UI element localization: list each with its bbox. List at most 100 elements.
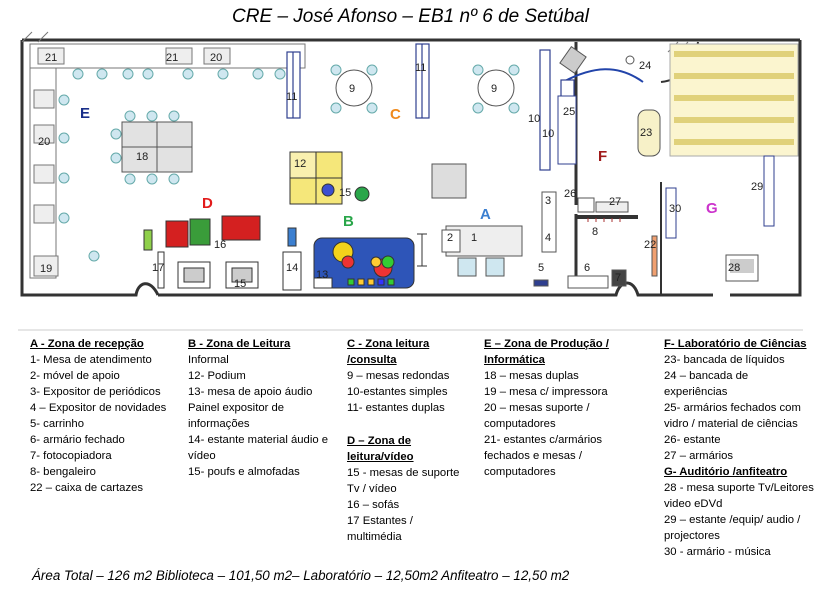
total-area: Área Total – 126 m2 Biblioteca – 101,50 … xyxy=(32,568,570,583)
item-number: 20 xyxy=(38,136,50,148)
item-number: 20 xyxy=(210,52,222,64)
legend-heading: E – Zona de Produção / Informática xyxy=(484,338,609,366)
item-number: 15 xyxy=(234,278,246,290)
item-numbers: 21 21 20 20 18 19 16 17 15 14 13 12 15 1… xyxy=(38,52,763,290)
legend-item: 15- poufs e almofadas xyxy=(188,466,300,478)
legend-item: 10-estantes simples xyxy=(347,386,448,398)
d-zone-furniture xyxy=(143,215,302,291)
legend-zone-c: C - Zona leitura /consulta 9 – mesas red… xyxy=(347,336,477,416)
legend-heading: B - Zona de Leitura xyxy=(188,338,291,350)
item-number: 15 xyxy=(339,187,351,199)
item-number: 18 xyxy=(136,151,148,163)
legend-item: 29 – estante /equip/ audio / projectores xyxy=(664,514,801,542)
legend-heading: G- Auditório /anfiteatro xyxy=(664,466,788,478)
item-number: 3 xyxy=(545,195,551,207)
legend-zone-a: A - Zona de recepção 1- Mesa de atendime… xyxy=(30,336,180,496)
zone-label-c: C xyxy=(390,106,401,123)
item-number: 14 xyxy=(286,262,298,274)
item-number: 19 xyxy=(40,263,52,275)
floor-plan: E D B C A F G 21 21 20 20 18 19 16 17 15… xyxy=(20,31,802,297)
legend-item: 2- móvel de apoio xyxy=(30,370,120,382)
g-zone-furniture xyxy=(665,43,799,282)
legend-zone-d: D – Zona de leitura/vídeo 15 - mesas de … xyxy=(347,433,467,545)
zone-label-f: F xyxy=(598,148,607,165)
legend-item: 17 Estantes / multimédia xyxy=(347,515,413,543)
e-zone-chairs xyxy=(58,68,286,262)
item-number: 21 xyxy=(166,52,178,64)
legend-item: 12- Podium xyxy=(188,370,246,382)
legend-item: 26- estante xyxy=(664,434,721,446)
item-number: 25 xyxy=(563,106,575,118)
legend-divider xyxy=(18,329,803,331)
legend-item: 28 - mesa suporte Tv/Leitores video eDVd xyxy=(664,482,814,510)
legend-item: 5- carrinho xyxy=(30,418,84,430)
item-number: 12 xyxy=(294,158,306,170)
item-number: 22 xyxy=(644,239,656,251)
item-number: 28 xyxy=(728,262,740,274)
item-number: 13 xyxy=(316,269,328,281)
zone-labels: E D B C A F G xyxy=(80,105,718,230)
item-number: 11 xyxy=(415,62,426,74)
item-number: 10 xyxy=(542,128,554,140)
zone-label-e: E xyxy=(80,105,90,122)
e-zone-shelving xyxy=(29,43,306,279)
item-number: 17 xyxy=(152,262,164,274)
zone-label-a: A xyxy=(480,206,491,223)
item-number: 9 xyxy=(491,83,497,95)
legend-item: 11- estantes duplas xyxy=(347,402,445,414)
legend-item: 27 – armários xyxy=(664,450,734,462)
legend-heading: A - Zona de recepção xyxy=(30,338,144,350)
legend-item: 16 – sofás xyxy=(347,499,400,511)
legend-item: 19 – mesa c/ impressora xyxy=(484,386,608,398)
legend-item: 13- mesa de apoio áudio xyxy=(188,386,313,398)
item-number: 29 xyxy=(751,181,763,193)
item-number: 10 xyxy=(528,113,540,125)
zone-label-g: G xyxy=(706,200,718,217)
item-number: 5 xyxy=(538,262,544,274)
legend-zone-e: E – Zona de Produção / Informática 18 – … xyxy=(484,336,644,480)
item-number: 6 xyxy=(584,262,590,274)
legend-item: 20 – mesas suporte / computadores xyxy=(484,402,590,430)
item-number: 16 xyxy=(214,239,226,251)
legend-heading: D – Zona de leitura/vídeo xyxy=(347,435,414,463)
item-number: 24 xyxy=(639,60,651,72)
b-zone-furniture xyxy=(289,151,415,289)
item-number: 1 xyxy=(471,232,477,244)
tables-18 xyxy=(110,110,193,185)
legend-item: Informal xyxy=(188,354,229,366)
legend-item: 23- bancada de líquidos xyxy=(664,354,785,366)
a-zone-furniture xyxy=(417,191,658,289)
legend-item: 3- Expositor de periódicos xyxy=(30,386,161,398)
item-number: 7 xyxy=(615,272,621,284)
item-number: 23 xyxy=(640,127,652,139)
f-zone-furniture xyxy=(557,45,661,222)
legend-item: 21- estantes c/armários fechados e mesas… xyxy=(484,434,603,478)
legend-item: 15 - mesas de suporte Tv / vídeo xyxy=(347,467,460,495)
legend-item: 8- bengaleiro xyxy=(30,466,96,478)
zone-label-d: D xyxy=(202,195,213,212)
legend-item: 18 – mesas duplas xyxy=(484,370,579,382)
zone-label-b: B xyxy=(343,213,354,230)
legend-item: Painel expositor de informações xyxy=(188,402,285,430)
legend-heading: F- Laboratório de Ciências xyxy=(664,338,807,350)
item-number: 11 xyxy=(286,91,297,103)
legend-item: 25- armários fechados com vidro / materi… xyxy=(664,402,801,430)
page-title: CRE – José Afonso – EB1 nº 6 de Setúbal xyxy=(232,6,589,27)
item-number: 27 xyxy=(609,196,621,208)
legend-zone-f: F- Laboratório de Ciências 23- bancada d… xyxy=(664,336,814,560)
legend-item: 14- estante material áudio e vídeo xyxy=(188,434,329,462)
legend-item: 9 – mesas redondas xyxy=(347,370,450,382)
legend-item: 4 – Expositor de novidades xyxy=(30,402,167,414)
item-number: 9 xyxy=(349,83,355,95)
legend-heading: C - Zona leitura /consulta xyxy=(347,338,430,366)
item-number: 8 xyxy=(592,226,598,238)
item-number: 21 xyxy=(45,52,57,64)
legend-item: 7- fotocopiadora xyxy=(30,450,112,462)
legend-item: 24 – bancada de experiências xyxy=(664,370,749,398)
legend-zone-b: B - Zona de Leitura Informal 12- Podium … xyxy=(188,336,338,480)
legend-item: 1- Mesa de atendimento xyxy=(30,354,152,366)
legend-item: 30 - armário - música xyxy=(664,546,771,558)
item-number: 26 xyxy=(564,188,576,200)
item-number: 30 xyxy=(669,203,681,215)
item-number: 2 xyxy=(447,232,453,244)
